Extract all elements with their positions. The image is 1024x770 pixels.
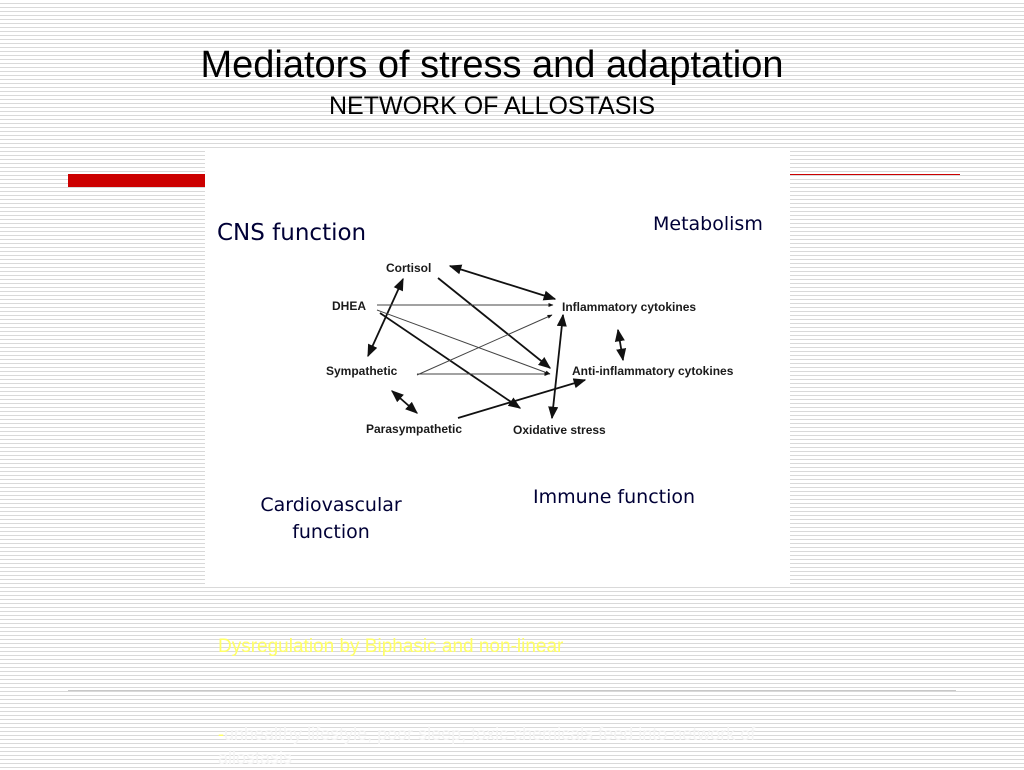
note-lifestyle-dash: - [218, 724, 224, 744]
edge-sympathetic-parasympathetic [391, 390, 418, 414]
region-label-cardiovascular-line2: function [292, 521, 370, 543]
red-accent-line [790, 174, 960, 175]
note-lifestyle: -unhealthy lifestyle, poor sleep, toxic … [218, 722, 818, 770]
edge-sympathetic-inflammatory [416, 314, 553, 376]
note-lifestyle-text: unhealthy lifestyle, poor sleep, toxic c… [218, 724, 756, 768]
region-label-cardiovascular-line1: Cardiovascular [260, 494, 402, 516]
footer-divider [68, 690, 956, 691]
region-label-metabolism: Metabolism [653, 213, 763, 235]
region-label-immune: Immune function [533, 486, 696, 508]
edge-cortisol-antiinflammatory [437, 277, 551, 369]
node-sympathetic: Sympathetic [326, 364, 398, 378]
edge-dhea-antiinflammatory [376, 309, 551, 375]
node-oxidative-stress: Oxidative stress [513, 423, 606, 437]
node-anti-inflammatory-cytokines: Anti-inflammatory cytokines [572, 364, 734, 378]
diagram-panel: CNS function Metabolism Cardiovascular f… [205, 148, 790, 585]
edge-cortisol-inflammatory [448, 264, 557, 301]
node-dhea: DHEA [332, 299, 367, 313]
slide-subtitle: NETWORK OF ALLOSTASIS [329, 92, 655, 120]
region-label-cardiovascular: Cardiovascular function [241, 492, 421, 546]
region-label-cns: CNS function [217, 220, 367, 246]
node-inflammatory-cytokines: Inflammatory cytokines [562, 300, 697, 314]
network-diagram [367, 264, 627, 420]
note-dysregulation: Dysregulation by Biphasic and non-linear [218, 636, 564, 657]
red-accent-bar [68, 174, 208, 187]
slide-title: Mediators of stress and adaptation [200, 44, 784, 86]
edge-inflammatory-oxidative [548, 313, 567, 420]
edge-inflammatory-antiinflammatory [614, 328, 627, 362]
node-cortisol: Cortisol [386, 261, 432, 275]
edge-parasympathetic-antiinflammatory [457, 378, 587, 419]
node-parasympathetic: Parasympathetic [366, 422, 463, 436]
